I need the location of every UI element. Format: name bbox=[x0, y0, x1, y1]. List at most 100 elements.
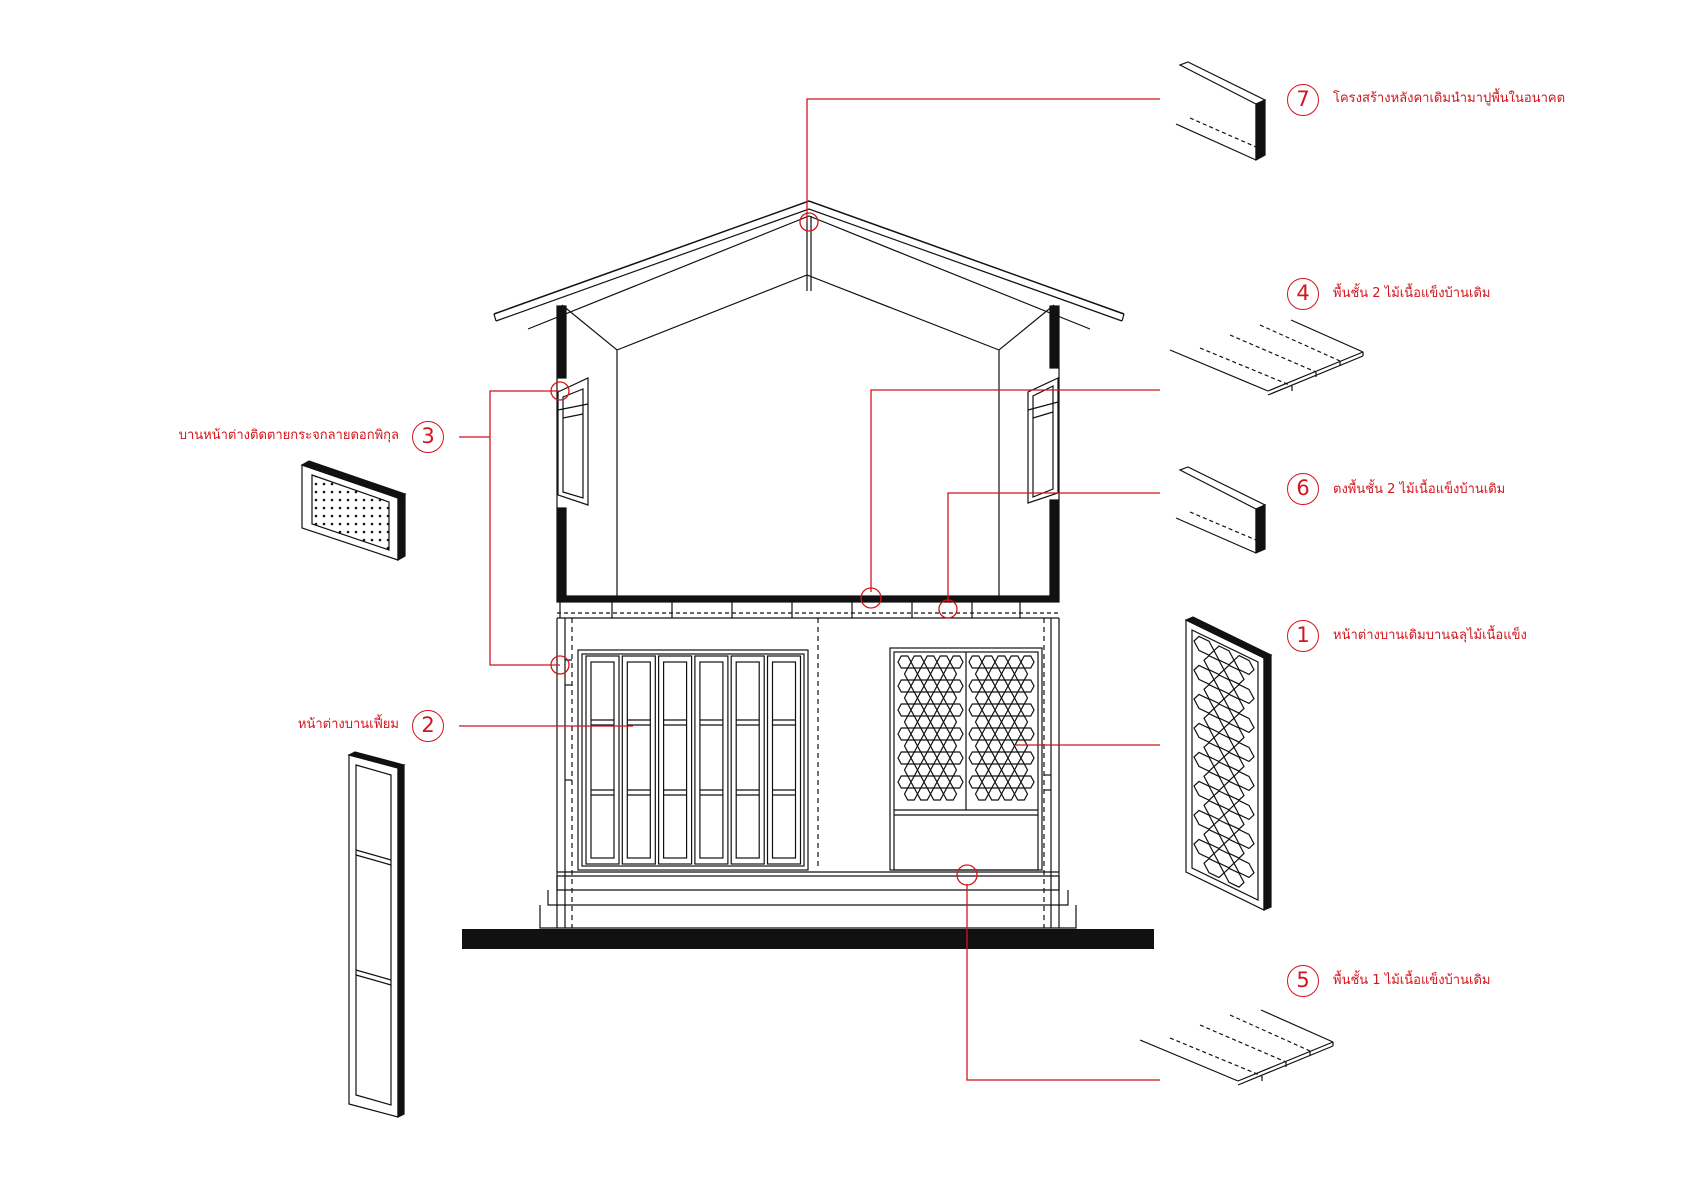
lattice-hexagon bbox=[929, 691, 945, 705]
lattice-hexagon bbox=[987, 787, 1003, 801]
callout-label-5: พื้นชั้น 1 ไม้เนื้อแข็งบ้านเดิม bbox=[1333, 973, 1491, 988]
lattice-hexagon bbox=[987, 739, 1003, 753]
lattice-hexagon bbox=[968, 655, 983, 669]
lattice-hexagon bbox=[1013, 691, 1029, 705]
lattice-hexagon bbox=[981, 727, 996, 741]
lattice-hexagon bbox=[994, 727, 1009, 741]
lattice-hexagon bbox=[1223, 867, 1245, 888]
lattice-hexagon bbox=[994, 775, 1009, 789]
callout-number-6: 6 bbox=[1287, 473, 1319, 505]
part-second-floor-boards bbox=[1169, 319, 1364, 396]
lattice-hexagon bbox=[1000, 763, 1016, 777]
lattice-hexagon bbox=[916, 739, 932, 753]
lattice-hexagon bbox=[936, 727, 951, 741]
lattice-hexagon bbox=[1213, 819, 1235, 840]
leader-lines bbox=[459, 98, 1160, 1081]
lattice-hexagon bbox=[1020, 751, 1035, 765]
lattice-hexagon bbox=[1013, 739, 1029, 753]
lattice-hexagon bbox=[987, 715, 1003, 729]
callout-label-3: บานหน้าต่างติดตายกระจกลายดอกพิกุล bbox=[178, 428, 399, 443]
lattice-hexagon bbox=[1233, 741, 1255, 763]
lattice-hexagon bbox=[1203, 828, 1225, 850]
callout-label-6: ตงพื้นชั้น 2 ไม้เนื้อแข็งบ้านเดิม bbox=[1333, 482, 1506, 497]
lattice-hexagon bbox=[1213, 703, 1235, 724]
lattice-hexagon bbox=[1223, 693, 1245, 714]
callout-number-1: 1 bbox=[1287, 620, 1319, 652]
callout-number-4: 4 bbox=[1287, 278, 1319, 310]
lattice-hexagon bbox=[1000, 787, 1016, 801]
lattice-hexagon bbox=[923, 727, 938, 741]
folding-panel-inner bbox=[699, 661, 724, 859]
callout-number-3: 3 bbox=[412, 421, 444, 453]
lattice-hexagon bbox=[1193, 722, 1215, 743]
lattice-hexagon bbox=[1020, 703, 1035, 717]
part-fixed-glass-window bbox=[300, 460, 407, 562]
lattice-hexagon bbox=[1203, 654, 1225, 676]
lattice-hexagon bbox=[897, 679, 912, 693]
lattice-hexagon bbox=[974, 739, 990, 753]
lattice-hexagon bbox=[1213, 732, 1235, 753]
lattice-hexagon bbox=[942, 739, 958, 753]
lattice-hexagon bbox=[1193, 693, 1215, 714]
lattice-hexagon bbox=[1203, 770, 1225, 792]
lattice-hexagon bbox=[942, 763, 958, 777]
callout-label-7: โครงสร้างหลังคาเดิมนำมาปูพื้นในอนาคต bbox=[1333, 91, 1566, 106]
lattice-hexagon bbox=[916, 691, 932, 705]
folding-door-frame bbox=[577, 649, 809, 871]
roof bbox=[493, 200, 1125, 596]
lattice-hexagon bbox=[1000, 667, 1016, 681]
lattice-hexagon bbox=[949, 775, 964, 789]
lattice-hexagon bbox=[1233, 857, 1255, 879]
lattice-hexagon bbox=[910, 703, 925, 717]
lattice-hexagon bbox=[916, 667, 932, 681]
lattice-hexagon bbox=[1020, 655, 1035, 669]
part-folding-door-leaf bbox=[347, 751, 406, 1118]
lattice-hexagon bbox=[968, 751, 983, 765]
lattice-hexagon bbox=[1213, 761, 1235, 782]
lattice-hexagon bbox=[1013, 787, 1029, 801]
lattice-hexagon bbox=[1000, 715, 1016, 729]
lattice-hexagon bbox=[1213, 674, 1235, 695]
floor-joists bbox=[559, 602, 1021, 618]
lattice-hexagon bbox=[942, 691, 958, 705]
folding-panel bbox=[657, 655, 693, 865]
callout-label-1: หน้าต่างบานเดิมบานฉลุไม้เนื้อแข็ง bbox=[1333, 628, 1527, 643]
lattice-hexagon bbox=[1020, 679, 1035, 693]
callout-label-4: พื้นชั้น 2 ไม้เนื้อแข็งบ้านเดิม bbox=[1333, 286, 1491, 301]
folding-panel bbox=[730, 655, 765, 865]
lattice-hexagon bbox=[916, 787, 932, 801]
lattice-hexagon bbox=[1203, 857, 1225, 879]
lattice-hexagon bbox=[1233, 799, 1255, 821]
lattice-hexagon bbox=[1007, 775, 1022, 789]
lattice-hexagon bbox=[936, 703, 951, 717]
folding-panel bbox=[694, 655, 729, 865]
callout-number-7: 7 bbox=[1287, 84, 1319, 116]
lattice-hexagon bbox=[1193, 838, 1215, 859]
lattice-hexagon bbox=[974, 763, 990, 777]
lattice-hexagon bbox=[903, 667, 919, 681]
lattice-hexagon bbox=[929, 715, 945, 729]
lattice-hexagon bbox=[1193, 664, 1215, 685]
lattice-hexagon bbox=[981, 679, 996, 693]
lattice-hexagon bbox=[897, 703, 912, 717]
upper-walls bbox=[556, 305, 1060, 597]
lattice-window bbox=[889, 647, 1043, 871]
lattice-hexagon bbox=[936, 679, 951, 693]
lattice-hexagon bbox=[1193, 780, 1215, 801]
lattice-hexagon bbox=[936, 655, 951, 669]
lattice-hexagon bbox=[987, 667, 1003, 681]
lattice-hexagon bbox=[1007, 703, 1022, 717]
lattice-hexagon bbox=[1203, 683, 1225, 705]
lattice-hexagon bbox=[936, 751, 951, 765]
lattice-hexagon bbox=[1233, 683, 1255, 705]
lattice-hexagon bbox=[1000, 739, 1016, 753]
folding-panel-inner bbox=[590, 661, 615, 859]
lattice-hexagon bbox=[987, 763, 1003, 777]
lattice-hexagon bbox=[903, 763, 919, 777]
lattice-hexagon bbox=[1233, 654, 1255, 676]
lattice-hexagon bbox=[1233, 828, 1255, 850]
lattice-panel-pattern bbox=[1193, 635, 1255, 888]
lattice-hexagon bbox=[1020, 727, 1035, 741]
lattice-hexagon bbox=[1223, 809, 1245, 830]
